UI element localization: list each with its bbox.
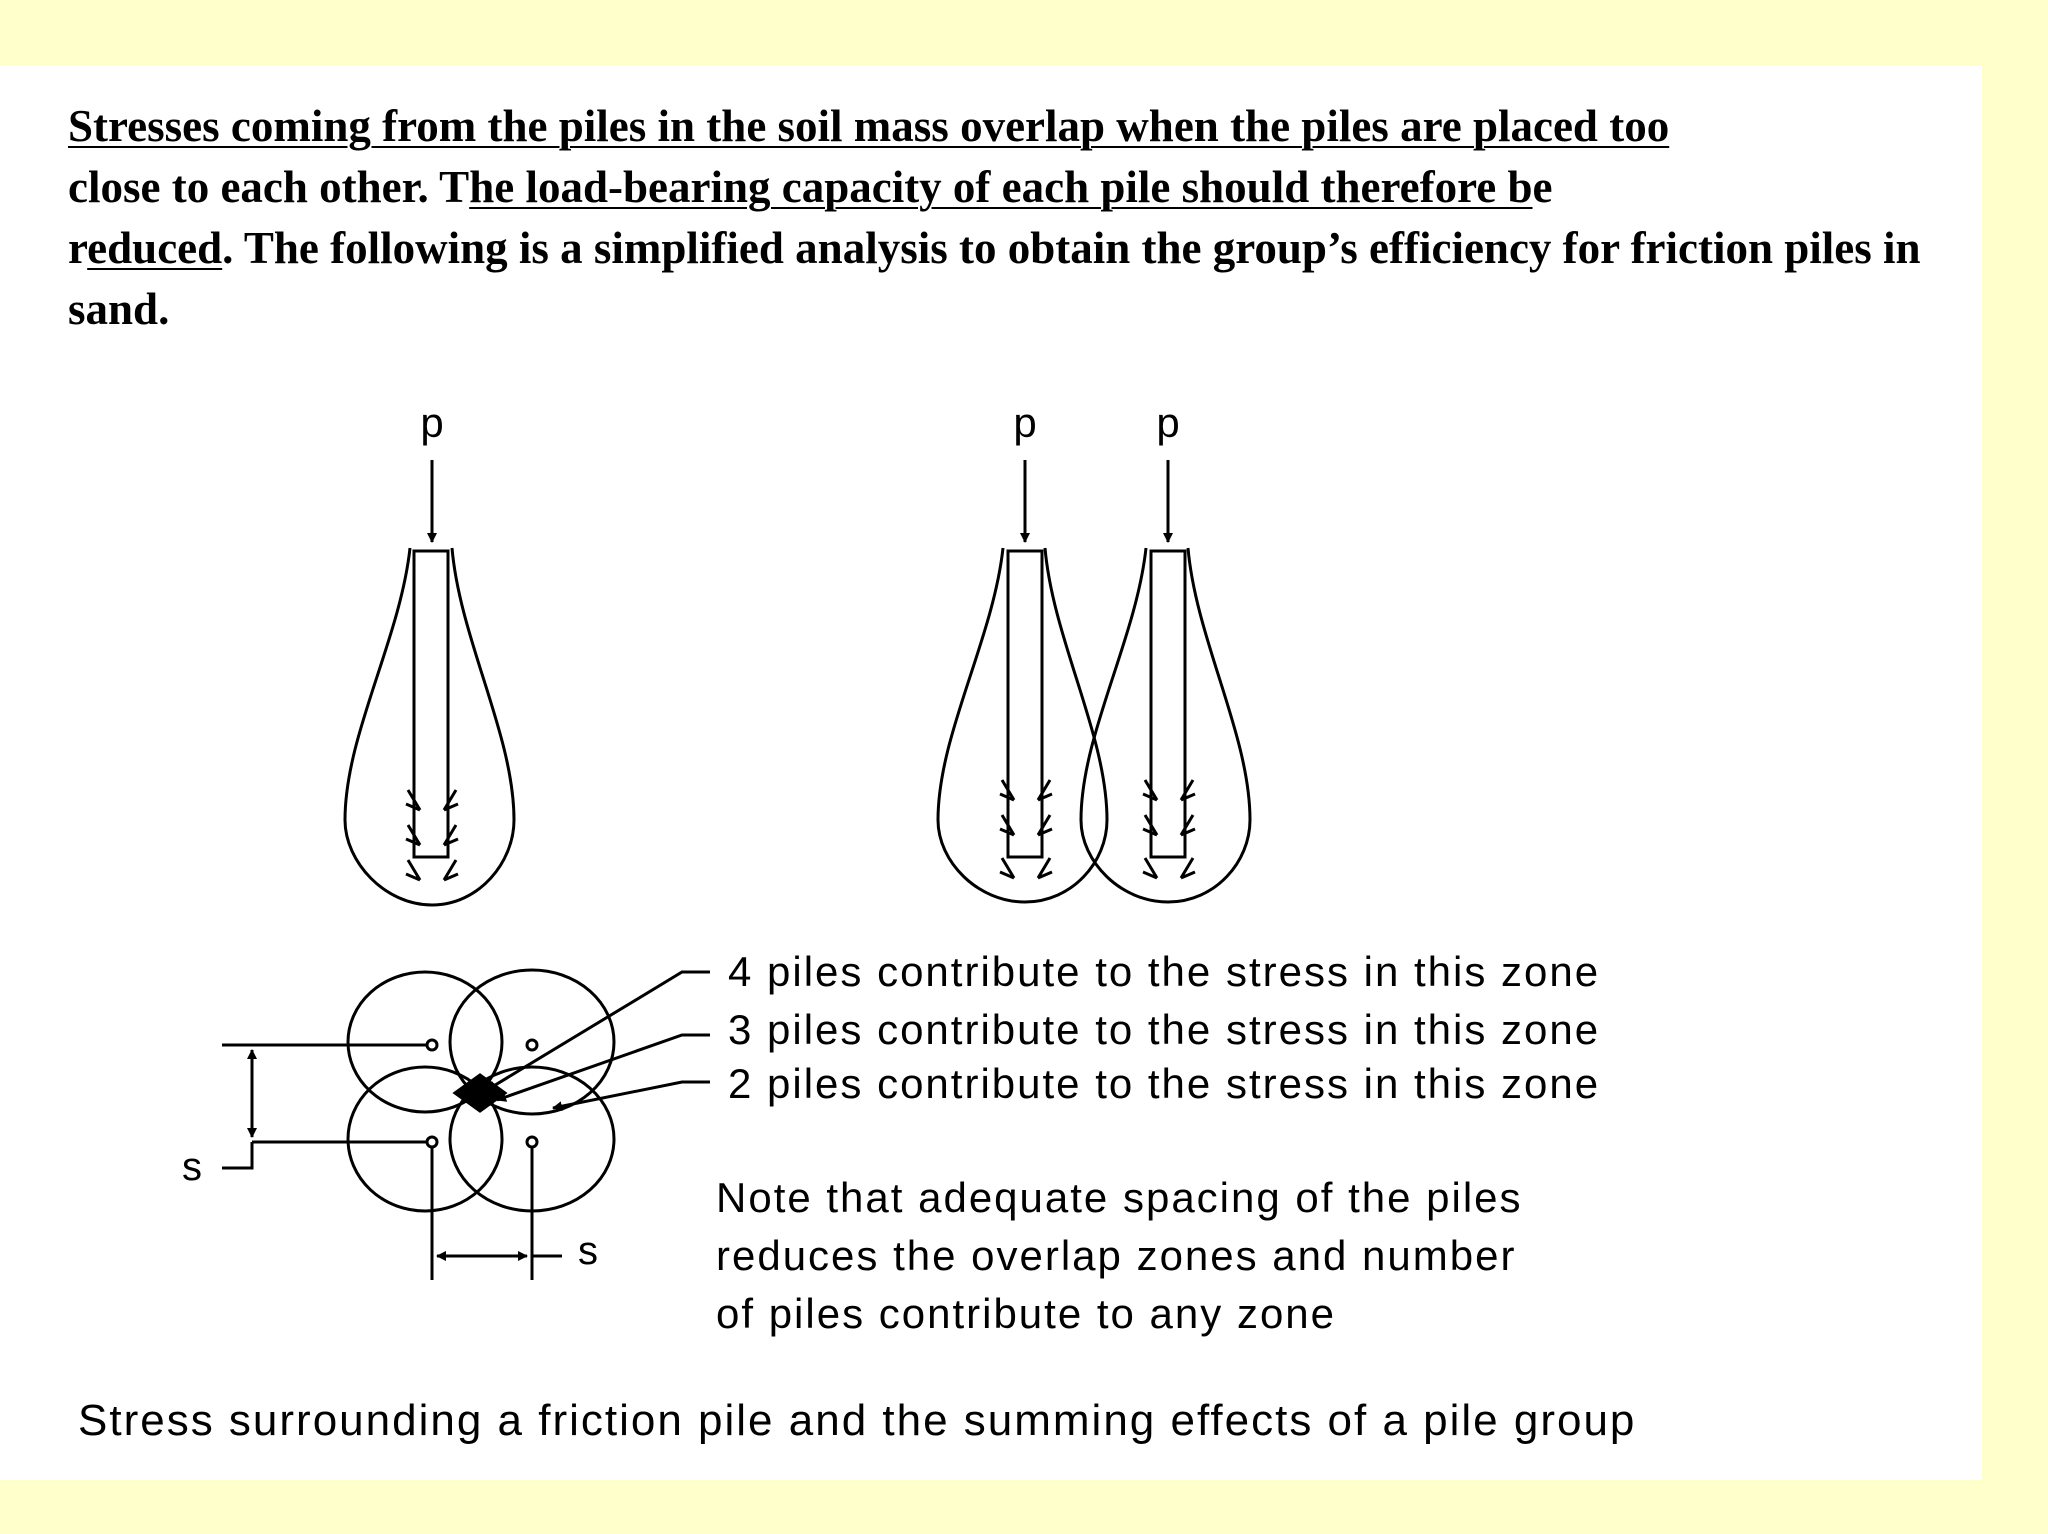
zone-label-three-piles: 3 piles contribute to the stress in this… bbox=[728, 1006, 1601, 1053]
dim-leader-vertical bbox=[222, 1142, 254, 1170]
intro-text-5: . The following is a simplified analysis… bbox=[68, 223, 1921, 334]
pile-shaft-left bbox=[1006, 549, 1044, 859]
pile-shaft-single bbox=[412, 549, 450, 859]
intro-text-2: close to each other. T bbox=[68, 162, 470, 212]
friction-arrows-left bbox=[999, 779, 1053, 880]
two-pile-figure: p p bbox=[936, 399, 1252, 904]
leader-three-pile-zone bbox=[496, 1033, 710, 1102]
stress-bulb-right bbox=[1079, 547, 1252, 904]
stress-bulb-left bbox=[936, 547, 1109, 904]
spacing-label-horizontal: s bbox=[578, 1229, 598, 1273]
zone-label-four-piles: 4 piles contribute to the stress in this… bbox=[728, 948, 1601, 995]
intro-paragraph: Stresses coming from the piles in the so… bbox=[68, 96, 1948, 340]
figure-panel bbox=[0, 66, 1982, 1480]
load-label-left: p bbox=[1013, 399, 1036, 446]
intro-text-3: e bbox=[1532, 162, 1553, 212]
leader-two-pile-zone bbox=[552, 1080, 710, 1112]
pile-shaft-right bbox=[1149, 549, 1187, 859]
leader-four-pile-zone bbox=[486, 970, 710, 1092]
intro-underlined-1: Stresses coming from the piles in the so… bbox=[68, 101, 1670, 151]
note-line-3: of piles contribute to any zone bbox=[716, 1290, 1337, 1337]
note-line-2: reduces the overlap zones and number bbox=[716, 1232, 1517, 1279]
pile-point-bottom-right bbox=[525, 1135, 539, 1149]
friction-arrows-single bbox=[405, 789, 459, 882]
single-pile-figure: p bbox=[343, 399, 516, 907]
figure-caption: Stress surrounding a friction pile and t… bbox=[78, 1396, 1637, 1445]
pile-point-top-right bbox=[525, 1038, 539, 1052]
intro-underlined-3: educed bbox=[87, 223, 223, 273]
pile-point-top-left bbox=[425, 1038, 439, 1052]
load-label-right: p bbox=[1156, 399, 1179, 446]
intro-text-4: r bbox=[68, 223, 88, 273]
pile-group-plan: s s bbox=[182, 968, 710, 1280]
stress-circle-top-right bbox=[448, 968, 616, 1116]
stress-circle-top-left bbox=[346, 970, 504, 1114]
stress-bulb-single bbox=[343, 547, 516, 907]
zone-label-two-piles: 2 piles contribute to the stress in this… bbox=[728, 1060, 1601, 1107]
spacing-label-vertical: s bbox=[182, 1145, 202, 1189]
friction-arrows-right bbox=[1142, 779, 1196, 880]
stress-circle-bottom-left bbox=[346, 1065, 504, 1213]
pile-point-bottom-left bbox=[425, 1135, 439, 1149]
intro-underlined-2: he load-bearing capacity of each pile sh… bbox=[469, 162, 1533, 212]
load-label-single: p bbox=[420, 399, 443, 446]
note-line-1: Note that adequate spacing of the piles bbox=[716, 1174, 1523, 1221]
